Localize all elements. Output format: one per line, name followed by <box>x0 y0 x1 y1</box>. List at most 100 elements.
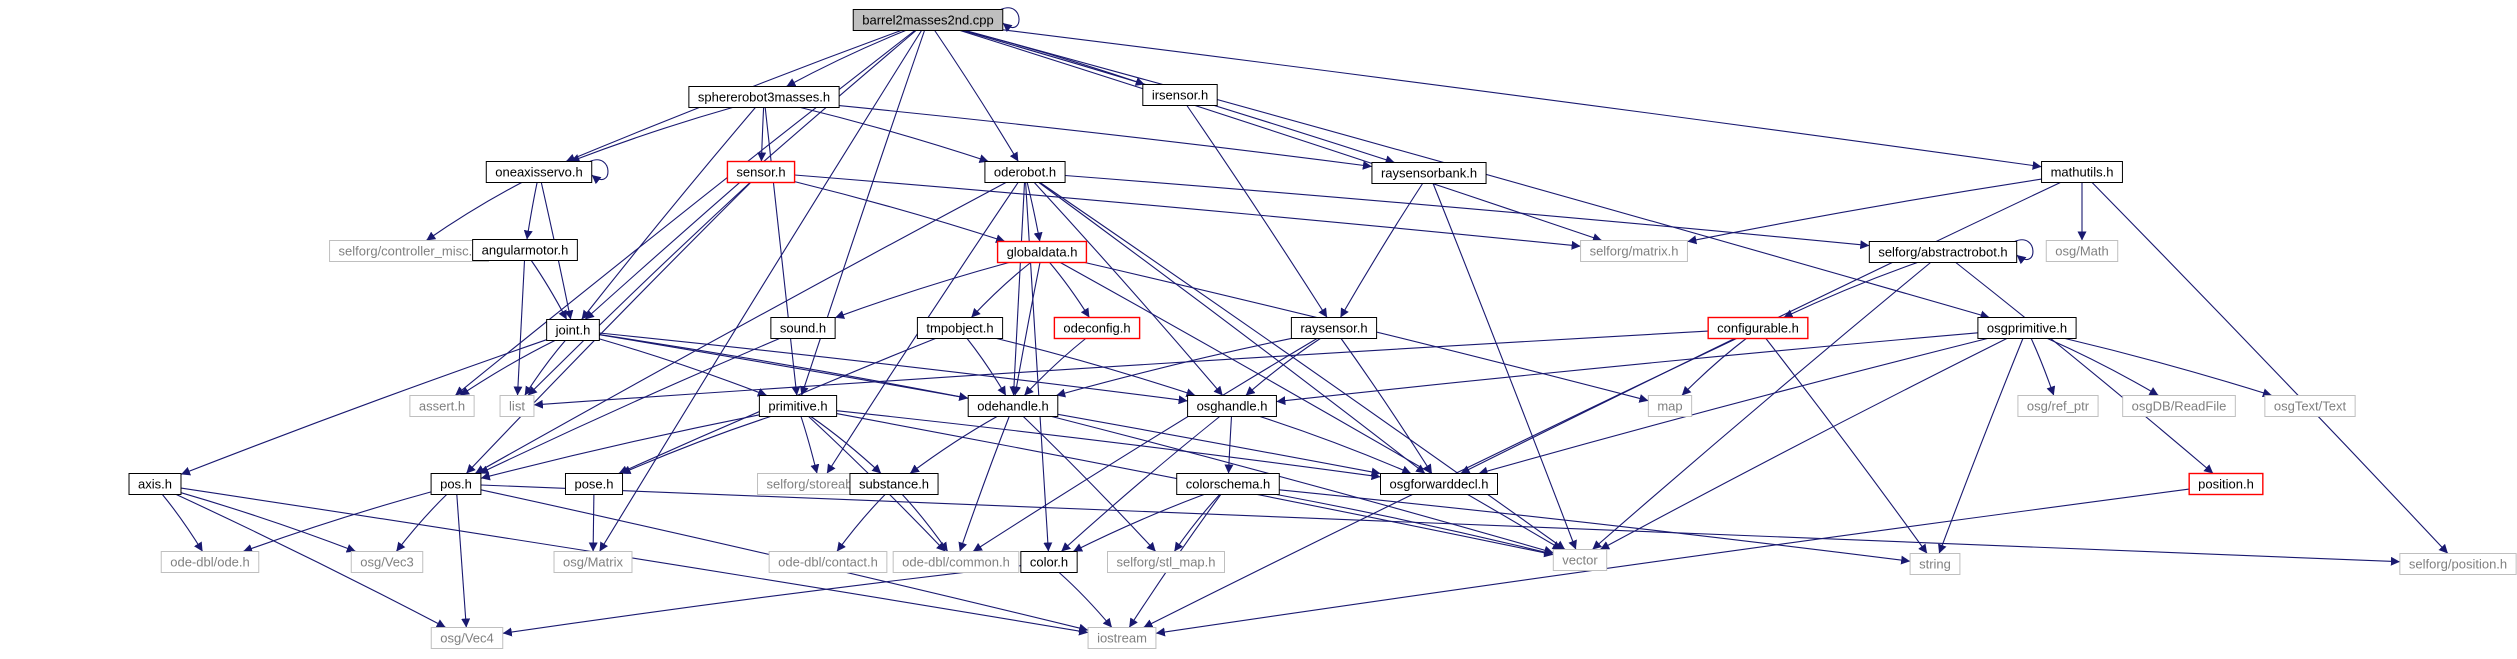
node-oderobot[interactable]: oderobot.h <box>984 161 1066 183</box>
edge-colorschema-to-string <box>1279 489 1911 565</box>
edge-raysensorbank-to-raysensor <box>1339 183 1424 318</box>
node-label-barrel: barrel2masses2nd.cpp <box>862 13 994 28</box>
node-label-globaldata: globaldata.h <box>1007 245 1078 260</box>
node-globaldata[interactable]: globaldata.h <box>996 240 1088 264</box>
node-box-osghandle <box>1187 395 1277 417</box>
node-label-oneaxisservo: oneaxisservo.h <box>495 165 582 180</box>
node-string[interactable]: string <box>1909 553 1961 575</box>
node-abstractrobot[interactable]: selforg/abstractrobot.h <box>1868 241 2018 263</box>
node-osgforwarddecl[interactable]: osgforwarddecl.h <box>1380 473 1498 495</box>
node-matrix[interactable]: selforg/matrix.h <box>1580 240 1688 262</box>
node-vec4[interactable]: osg/Vec4 <box>430 627 504 649</box>
node-osgmath[interactable]: osg/Math <box>2045 240 2119 262</box>
edge-substance-to-common <box>901 494 949 552</box>
node-box-osgprimitive <box>1977 317 2077 339</box>
node-box-vector <box>1552 549 1608 571</box>
node-selforg_position[interactable]: selforg/position.h <box>2399 553 2517 575</box>
node-tmpobject[interactable]: tmpobject.h <box>916 317 1004 339</box>
node-box-vec3 <box>350 551 424 573</box>
node-sphererobot[interactable]: sphererobot3masses.h <box>688 86 840 108</box>
node-label-angularmotor: angularmotor.h <box>482 243 569 258</box>
edge-primitive-to-substance <box>810 416 882 474</box>
node-contact[interactable]: ode-dbl/contact.h <box>768 551 888 573</box>
edge-osgprimitive-to-osghandle <box>1276 332 1978 406</box>
node-sound[interactable]: sound.h <box>770 317 836 339</box>
node-box-barrel <box>852 9 1004 31</box>
node-box-odehandle <box>967 395 1059 417</box>
node-box-string <box>1909 553 1961 575</box>
edge-globaldata-to-odehandle <box>1012 262 1041 396</box>
node-vector[interactable]: vector <box>1552 549 1608 571</box>
node-box-mathutils <box>2041 161 2123 183</box>
edge-color-to-vec4 <box>502 565 1021 637</box>
node-readfile[interactable]: osgDB/ReadFile <box>2122 395 2236 417</box>
edge-barrel-to-primitive <box>800 30 926 396</box>
node-osgtext[interactable]: osgText/Text <box>2264 395 2356 417</box>
node-barrel[interactable]: barrel2masses2nd.cpp <box>852 9 1004 31</box>
node-substance[interactable]: substance.h <box>849 473 939 495</box>
node-position[interactable]: position.h <box>2188 472 2264 496</box>
node-label-list: list <box>509 399 525 414</box>
node-irsensor[interactable]: irsensor.h <box>1142 84 1218 106</box>
edge-sphererobot-to-sensor <box>757 107 767 162</box>
node-box-iostream <box>1087 627 1157 649</box>
node-joint[interactable]: joint.h <box>546 319 600 341</box>
node-common[interactable]: ode-dbl/common.h <box>892 551 1020 573</box>
edge-oneaxisservo-to-controller_misc <box>425 182 522 241</box>
node-primitive[interactable]: primitive.h <box>758 395 838 417</box>
node-label-axis: axis.h <box>138 477 172 492</box>
node-sensor[interactable]: sensor.h <box>726 160 796 184</box>
node-box-oneaxisservo <box>485 161 593 183</box>
node-box-assert <box>409 395 475 417</box>
node-angularmotor[interactable]: angularmotor.h <box>472 239 578 261</box>
node-odeconfig[interactable]: odeconfig.h <box>1053 316 1141 340</box>
edge-angularmotor-to-joint <box>530 260 568 320</box>
node-label-contact: ode-dbl/contact.h <box>778 555 878 570</box>
node-label-vec3: osg/Vec3 <box>360 555 414 570</box>
node-raysensorbank[interactable]: raysensorbank.h <box>1371 162 1487 184</box>
node-label-sensor: sensor.h <box>736 165 785 180</box>
node-label-pose: pose.h <box>574 477 613 492</box>
node-vec3[interactable]: osg/Vec3 <box>350 551 424 573</box>
node-colorschema[interactable]: colorschema.h <box>1176 473 1280 495</box>
node-raysensor[interactable]: raysensor.h <box>1290 317 1378 339</box>
edge-barrel-to-assert <box>454 30 916 396</box>
node-pose[interactable]: pose.h <box>564 473 624 495</box>
node-map[interactable]: map <box>1647 395 1693 417</box>
node-label-osgmath: osg/Math <box>2055 244 2108 259</box>
node-oneaxisservo[interactable]: oneaxisservo.h <box>485 161 593 183</box>
node-pos[interactable]: pos.h <box>430 473 482 495</box>
node-osghandle[interactable]: osghandle.h <box>1187 395 1277 417</box>
node-controller_misc[interactable]: selforg/controller_misc.h <box>329 240 489 262</box>
edge-primitive-to-pose <box>621 415 771 475</box>
node-box-axis <box>128 473 182 495</box>
node-osgmatrix[interactable]: osg/Matrix <box>553 551 633 573</box>
node-mathutils[interactable]: mathutils.h <box>2041 161 2123 183</box>
edge-oderobot-to-abstractrobot <box>1065 174 1870 250</box>
node-axis[interactable]: axis.h <box>128 473 182 495</box>
node-list[interactable]: list <box>499 395 535 417</box>
node-box-selforg_position <box>2399 553 2517 575</box>
node-label-odeconfig: odeconfig.h <box>1063 321 1130 336</box>
edge-raysensor-to-osghandle <box>1245 338 1321 396</box>
edge-mathutils-to-matrix <box>1687 178 2042 245</box>
node-osgprimitive[interactable]: osgprimitive.h <box>1977 317 2077 339</box>
node-ref_ptr[interactable]: osg/ref_ptr <box>2017 395 2099 417</box>
node-odehandle[interactable]: odehandle.h <box>967 395 1059 417</box>
node-box-pos <box>430 473 482 495</box>
node-box-raysensor <box>1290 317 1378 339</box>
node-odedbl_ode[interactable]: ode-dbl/ode.h <box>160 551 260 573</box>
node-label-stl_map: selforg/stl_map.h <box>1117 555 1216 570</box>
node-stl_map[interactable]: selforg/stl_map.h <box>1107 551 1225 573</box>
edge-configurable-to-string <box>1765 338 1928 554</box>
node-assert[interactable]: assert.h <box>409 395 475 417</box>
node-iostream[interactable]: iostream <box>1087 627 1157 649</box>
edge-osgprimitive-to-readfile <box>2047 337 2159 396</box>
edge-barrel-to-barrel <box>1000 7 1020 33</box>
node-box-color <box>1020 551 1078 573</box>
node-box-odeconfig <box>1053 316 1141 340</box>
node-color[interactable]: color.h <box>1020 551 1078 573</box>
edge-pos-to-vec3 <box>395 494 448 552</box>
node-box-angularmotor <box>472 239 578 261</box>
node-configurable[interactable]: configurable.h <box>1707 316 1809 340</box>
